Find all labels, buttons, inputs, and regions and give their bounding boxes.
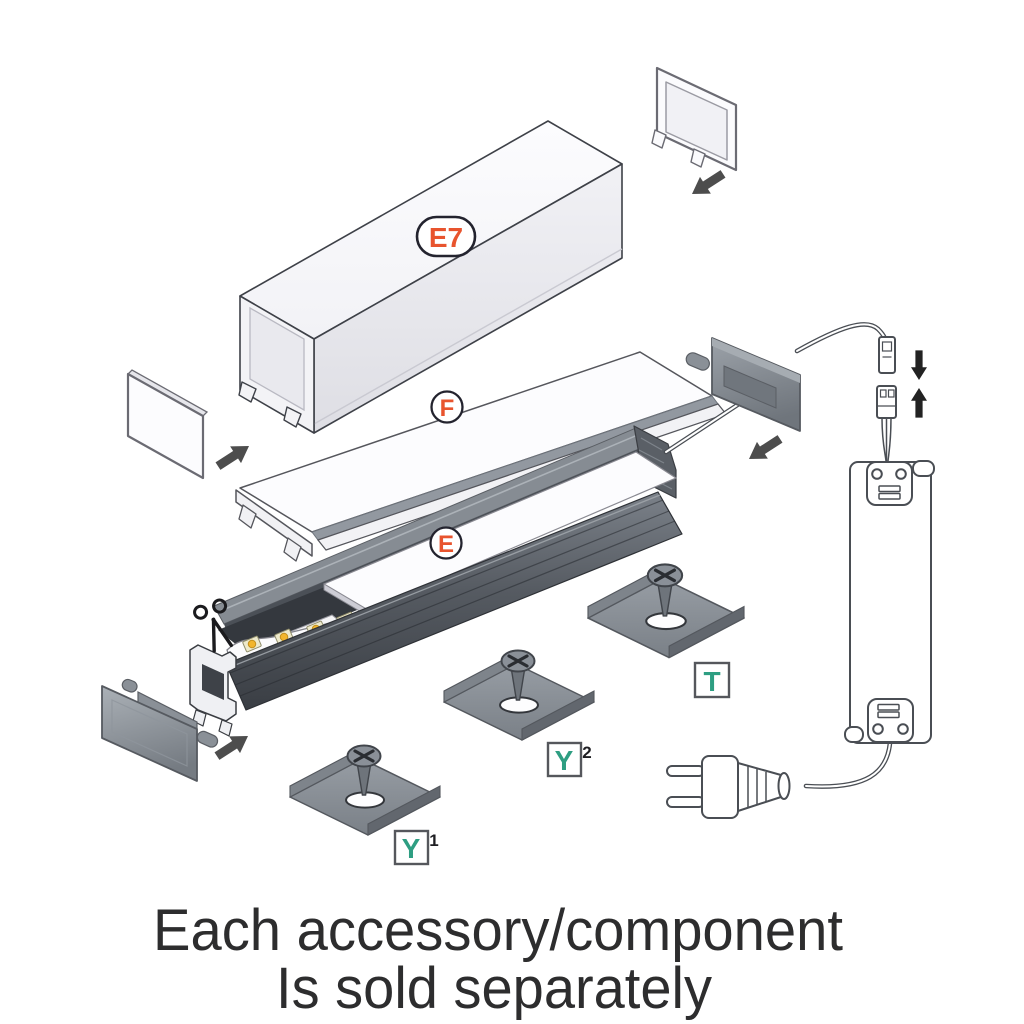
led-driver [803,460,935,789]
arrow-icon [686,165,729,203]
label-clip-y2: Y 2 [546,741,592,778]
scissors-icon [193,598,234,653]
cover-end-cap [651,66,738,172]
arrow-icon [743,430,786,468]
badge-e-text: E [438,531,454,558]
badge-e7: E7 [415,215,477,258]
mounting-clip-t [586,562,746,660]
profile-end-cap [101,678,219,782]
caption-line-2: Is sold separately [276,956,712,1021]
arrow-icon [212,437,255,475]
label-clip-y1: Y 1 [393,829,439,866]
caption-line-1: Each accessory/component [153,898,843,963]
power-plug [666,755,791,819]
clip-t-letter: T [703,666,720,697]
strip-connector-female [876,385,897,462]
clip-y1-sup: 1 [429,831,438,850]
arrow-icon [911,388,927,418]
badge-f-text: F [440,395,455,422]
diffuser-end-face [235,489,313,557]
plug-icon [666,755,791,819]
mounting-clip-y1 [288,743,442,837]
arrow-icon [211,727,254,765]
clip-y1-letter: Y [402,833,421,864]
strip-connector-male [878,336,896,374]
cable-end-cap [685,322,889,432]
clip-y2-sup: 2 [582,743,591,762]
arrow-icon [911,350,927,380]
badge-e7-text: E7 [429,222,463,253]
diffuser-end-cap [126,369,209,480]
badge-f: F [430,390,464,424]
clip-y2-letter: Y [555,745,574,776]
badge-e: E [429,526,463,560]
mounting-clip-y2 [442,648,596,742]
label-clip-t: T [693,661,731,699]
